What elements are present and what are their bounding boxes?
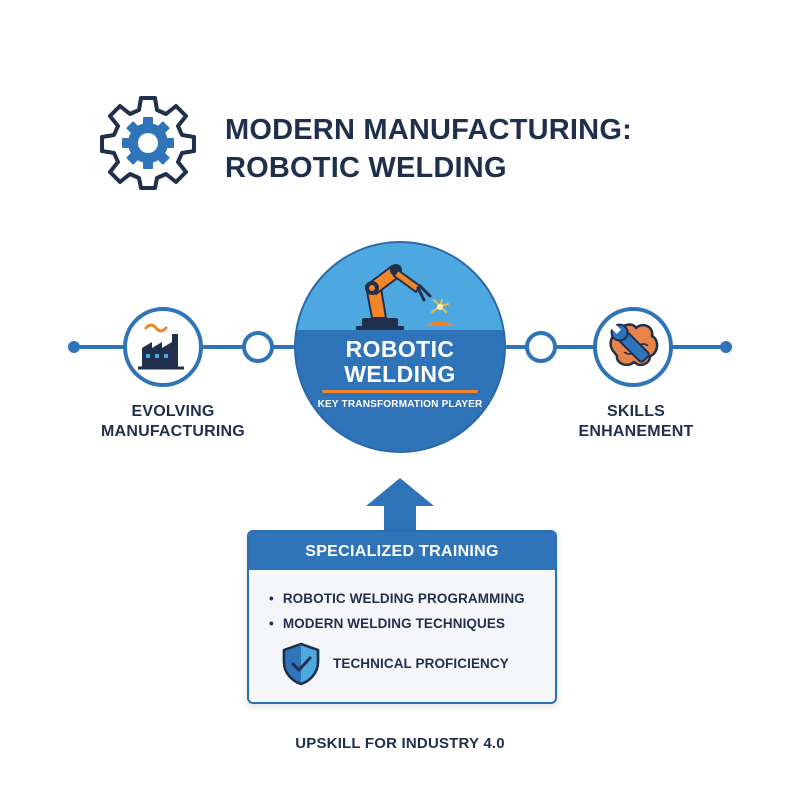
list-item-text: ROBOTIC WELDING PROGRAMMING bbox=[282, 591, 525, 606]
list-item: • MODERN WELDING TECHNIQUES bbox=[269, 611, 525, 636]
factory-icon bbox=[123, 307, 203, 387]
robotic-arm-icon bbox=[356, 264, 454, 330]
connector-ring-left bbox=[242, 331, 274, 363]
bullet: • bbox=[269, 616, 274, 631]
brain-wrench-icon bbox=[593, 307, 673, 387]
shield-check-icon bbox=[282, 642, 320, 686]
left-label-line-1: EVOLVING bbox=[131, 403, 215, 420]
training-list: • ROBOTIC WELDING PROGRAMMING • MODERN WEL… bbox=[269, 586, 525, 636]
gear-icon bbox=[100, 96, 196, 190]
bullet: • bbox=[269, 591, 274, 606]
left-label-line-2: MANUFACTURING bbox=[101, 423, 245, 440]
evolving-manufacturing-label: EVOLVING MANUFACTURING bbox=[88, 402, 258, 442]
hub-title: ROBOTIC WELDING bbox=[300, 337, 500, 387]
training-heading: SPECIALIZED TRAINING bbox=[249, 532, 555, 570]
training-panel: SPECIALIZED TRAINING • ROBOTIC WELDING PR… bbox=[247, 530, 557, 704]
skills-enhancement-label: SKILLS ENHANEMENT bbox=[571, 402, 701, 442]
right-label-line-1: SKILLS bbox=[606, 403, 666, 420]
page-title: MODERN MANUFACTURING: ROBOTIC WELDING bbox=[225, 111, 745, 187]
weld-spark-icon bbox=[426, 299, 454, 326]
timeline-start-dot bbox=[68, 341, 80, 353]
technical-proficiency-label: TECHNICAL PROFICIENCY bbox=[333, 656, 509, 671]
hub-subtitle: KEY TRANSFORMATION PLAYER bbox=[317, 399, 483, 410]
hub-divider bbox=[322, 390, 478, 393]
hub-title-line-1: ROBOTIC bbox=[345, 336, 455, 362]
list-item-text: MODERN WELDING TECHNIQUES bbox=[282, 616, 506, 631]
timeline-end-dot bbox=[720, 341, 732, 353]
right-label-line-2: ENHANEMENT bbox=[578, 423, 694, 440]
title-line-1: MODERN MANUFACTURING: bbox=[225, 114, 632, 146]
footer-tagline: UPSKILL FOR INDUSTRY 4.0 bbox=[295, 735, 505, 752]
list-item: • ROBOTIC WELDING PROGRAMMING bbox=[269, 586, 525, 611]
hub-title-line-2: WELDING bbox=[344, 361, 456, 387]
connector-ring-right bbox=[525, 331, 557, 363]
title-line-2: ROBOTIC WELDING bbox=[225, 152, 507, 184]
